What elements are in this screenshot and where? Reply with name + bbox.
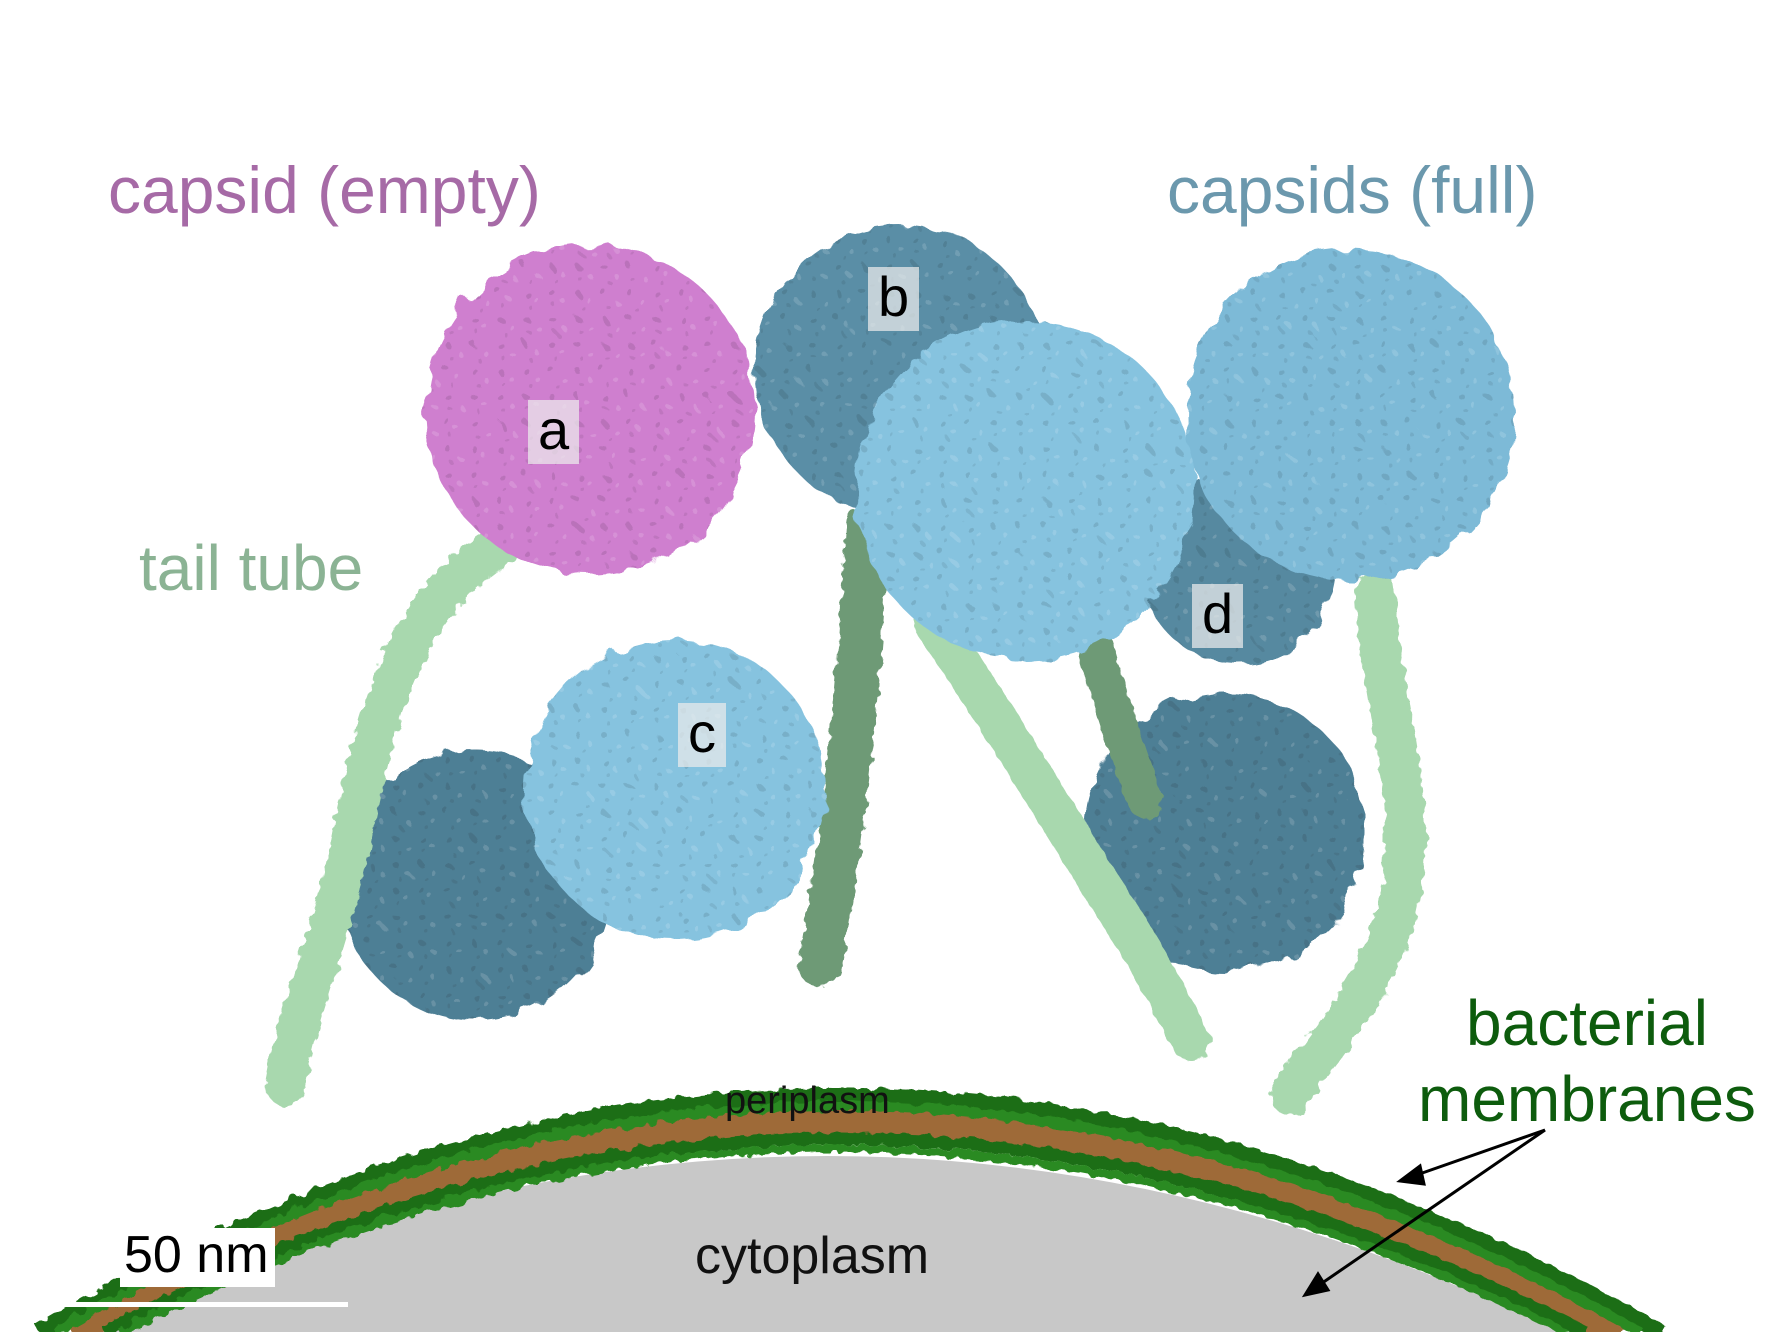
arrow-inner-membrane xyxy=(1311,1128,1546,1292)
tail-tubes xyxy=(265,503,1426,1115)
tail-tube-d xyxy=(1077,627,1163,818)
tail-tube-a xyxy=(265,525,520,1105)
arrow-outer-membrane xyxy=(1407,1128,1546,1180)
membrane-arrows xyxy=(1301,1128,1546,1298)
label-capsid-empty: capsid (empty) xyxy=(108,153,541,227)
arrow-outer-membrane-head xyxy=(1396,1163,1426,1186)
label-tail-tube: tail tube xyxy=(139,532,364,604)
capsid-tag-c: c xyxy=(678,703,726,767)
arrow-inner-membrane-head xyxy=(1301,1271,1331,1298)
capsid-full-right xyxy=(1185,250,1515,580)
label-bacterial: bacterial xyxy=(1466,987,1708,1059)
tail-tube-b xyxy=(798,503,890,987)
capsid-a xyxy=(425,245,755,575)
inner-membrane-inner-strand xyxy=(118,1144,1567,1332)
tail-tube-center xyxy=(915,605,1210,1060)
capsid-tag-b: b xyxy=(868,267,920,331)
tail-tube-right xyxy=(1270,570,1426,1115)
label-periplasm: periplasm xyxy=(725,1080,890,1122)
cytoplasm-region xyxy=(90,1156,1560,1332)
capsid-full-center xyxy=(855,320,1195,660)
capsid-dark-right xyxy=(1085,692,1365,972)
label-capsids-full: capsids (full) xyxy=(1167,153,1538,227)
label-bacterial-membranes: bacterial membranes xyxy=(1418,985,1756,1137)
capsid-c xyxy=(525,640,825,940)
label-cytoplasm: cytoplasm xyxy=(695,1227,930,1285)
capsid-tag-d: d xyxy=(1192,584,1244,648)
periplasm-band xyxy=(63,1101,1629,1332)
capsid-tag-a: a xyxy=(528,400,580,464)
scale-bar-label: 50 nm xyxy=(120,1228,275,1287)
outer-membrane-inner-strand xyxy=(52,1101,1643,1332)
label-membranes: membranes xyxy=(1418,1063,1756,1135)
outer-membrane xyxy=(35,1088,1664,1332)
inner-membrane xyxy=(102,1132,1588,1332)
scale-bar-line xyxy=(62,1302,348,1307)
